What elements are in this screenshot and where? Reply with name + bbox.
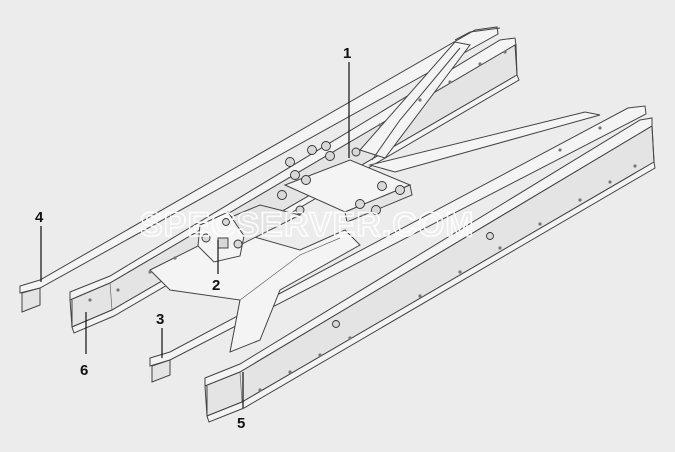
- callout-label-5: 5: [237, 415, 245, 432]
- callout-5: 5: [237, 372, 245, 432]
- cross-member-assembly: [149, 41, 601, 353]
- callout-label-6: 6: [80, 362, 88, 379]
- rivet-holes: [88, 50, 637, 392]
- callout-label-4: 4: [35, 209, 44, 226]
- callout-1: 1: [343, 45, 351, 158]
- callout-6: 6: [80, 312, 88, 379]
- callout-label-2: 2: [212, 277, 220, 294]
- mounting-bracket: [197, 211, 245, 263]
- callout-label-3: 3: [156, 311, 164, 328]
- callout-2: 2: [212, 240, 220, 294]
- callout-3: 3: [156, 311, 164, 358]
- callout-4: 4: [35, 209, 44, 282]
- plate-bolts: [277, 141, 494, 328]
- watermark-text: SPECSERVER.COM: [140, 206, 475, 244]
- callout-label-1: 1: [343, 45, 351, 62]
